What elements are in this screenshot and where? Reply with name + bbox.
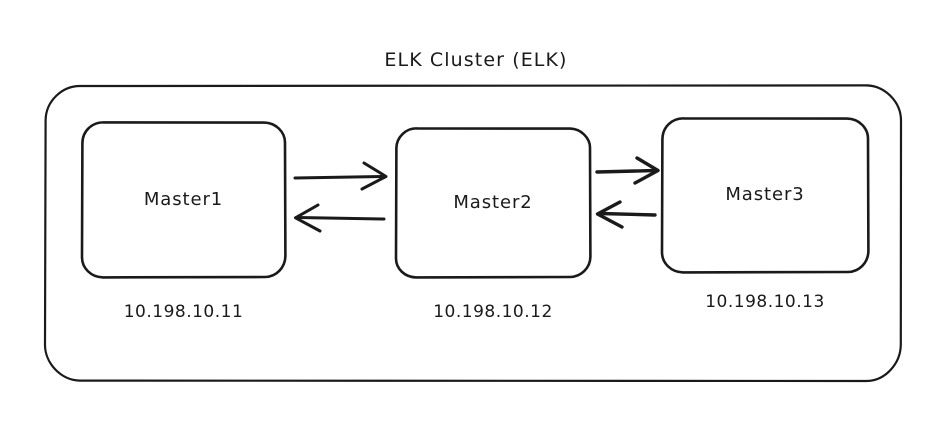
- arrow-left-icon: [294, 203, 322, 233]
- ip-label-master3: 10.198.10.13: [705, 292, 825, 312]
- node-label-master3: Master3: [725, 184, 805, 205]
- ip-label-master1: 10.198.10.11: [123, 302, 244, 322]
- connector-master2-to-master3[interactable]: [595, 156, 660, 185]
- connector-master1-to-master2[interactable]: [293, 161, 388, 191]
- node-label-master2: Master2: [453, 192, 533, 213]
- node-box-master3[interactable]: [660, 117, 870, 274]
- arrow-right-icon: [360, 161, 388, 191]
- ip-label-master2: 10.198.10.12: [433, 302, 553, 322]
- node-label-master1: Master1: [143, 189, 224, 210]
- cluster-title: ELK Cluster (ELK): [384, 49, 568, 71]
- arrow-left-icon: [595, 200, 624, 229]
- node-box-master2[interactable]: [394, 127, 592, 279]
- connector-master2-to-master1[interactable]: [294, 203, 386, 233]
- connector-master3-to-master2[interactable]: [595, 200, 657, 229]
- node-box-master1[interactable]: [80, 121, 287, 279]
- cluster-container-elk[interactable]: [43, 84, 903, 383]
- arrow-right-icon: [633, 156, 660, 185]
